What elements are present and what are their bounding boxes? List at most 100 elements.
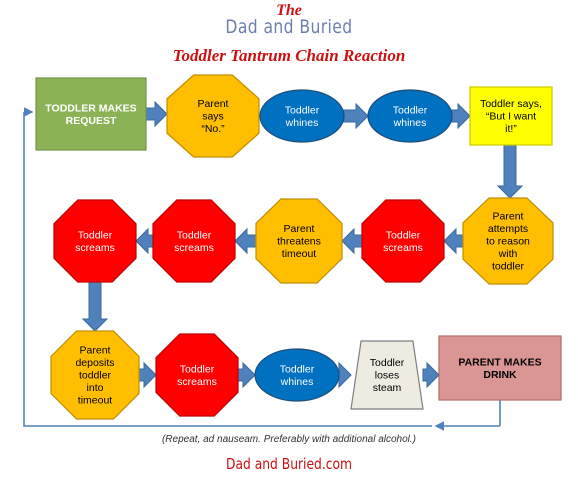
arrow-11-12 — [138, 361, 157, 389]
node-label-line: Toddler — [177, 229, 212, 241]
node-label-line: Toddler — [370, 357, 405, 369]
node-label-line: Toddler — [180, 363, 215, 375]
node-label-line: with — [498, 248, 518, 260]
node-label-line: TODDLER MAKES — [45, 102, 136, 114]
node-label-line: Toddler — [280, 363, 315, 375]
node-label-line: it!” — [505, 123, 517, 135]
arrow-8-9 — [234, 227, 257, 255]
trapezoid-shape — [350, 340, 424, 410]
node-label-line: screams — [177, 376, 217, 388]
node-label-line: screams — [75, 242, 115, 254]
arrow-10-11 — [81, 281, 109, 332]
node-label-line: Parent — [493, 211, 524, 223]
ellipse-shape — [259, 89, 345, 143]
arrow-3-4 — [343, 102, 369, 130]
brand-logo-text: Dad and Buried — [225, 16, 353, 38]
arrow-9-10 — [135, 227, 154, 255]
loop-back-line — [23, 112, 432, 427]
caption: (Repeat, ad nauseam. Preferably with add… — [161, 434, 417, 445]
rect-shape — [438, 335, 562, 401]
arrow-14-15 — [422, 361, 440, 389]
node-label-line: deposits — [75, 357, 114, 369]
node-label-line: REQUEST — [66, 115, 117, 127]
node-label-line: “No.” — [201, 123, 225, 135]
ellipse-shape — [254, 348, 340, 402]
octagon-shape — [53, 199, 137, 283]
rect-shape — [469, 86, 553, 146]
node-label-line: PARENT MAKES — [458, 356, 541, 368]
octagon-shape — [361, 199, 445, 283]
octagon-shape — [462, 197, 554, 285]
node-label-line: Toddler — [78, 229, 113, 241]
arrow-5-6 — [496, 144, 524, 199]
node-label-line: to reason — [486, 236, 530, 248]
node-label-line: toddler — [492, 261, 525, 273]
arrow-6-7 — [443, 227, 464, 255]
octagon-shape — [152, 199, 236, 283]
arrow-13-14 — [338, 361, 352, 389]
octagon-shape — [50, 330, 140, 420]
node-label-line: timeout — [282, 248, 317, 260]
octagon-shape — [155, 333, 239, 417]
rect-shape — [35, 77, 147, 151]
arrow-1-2 — [145, 100, 168, 128]
node-label-line: screams — [383, 242, 423, 254]
node-label-line: loses — [375, 370, 400, 382]
node-label-line: threatens — [277, 236, 321, 248]
node-label-line: says — [202, 111, 224, 123]
node-label-line: whines — [280, 376, 314, 388]
diagram-title: Toddler Tantrum Chain Reaction — [172, 46, 406, 65]
node-label-line: Parent — [198, 98, 229, 110]
node-label-line: Toddler — [393, 104, 428, 116]
node-label-line: “But I want — [486, 111, 536, 123]
node-label-line: timeout — [78, 395, 113, 407]
node-label-line: Parent — [80, 345, 111, 357]
node-label-line: Toddler says, — [480, 98, 542, 110]
node-label-line: DRINK — [483, 369, 517, 381]
node-label-line: Toddler — [386, 229, 421, 241]
node-label-line: screams — [174, 242, 214, 254]
arrow-12-13 — [237, 361, 256, 389]
octagon-shape — [255, 198, 343, 284]
arrow-7-8 — [341, 227, 363, 255]
node-label-line: Parent — [284, 223, 315, 235]
node-label-line: whines — [285, 117, 319, 129]
title-the: The — [276, 2, 302, 19]
node-label-line: steam — [373, 382, 402, 394]
octagon-shape — [166, 74, 260, 158]
ellipse-shape — [367, 89, 453, 143]
node-label-line: attempts — [488, 223, 528, 235]
node-label-line: Toddler — [285, 104, 320, 116]
